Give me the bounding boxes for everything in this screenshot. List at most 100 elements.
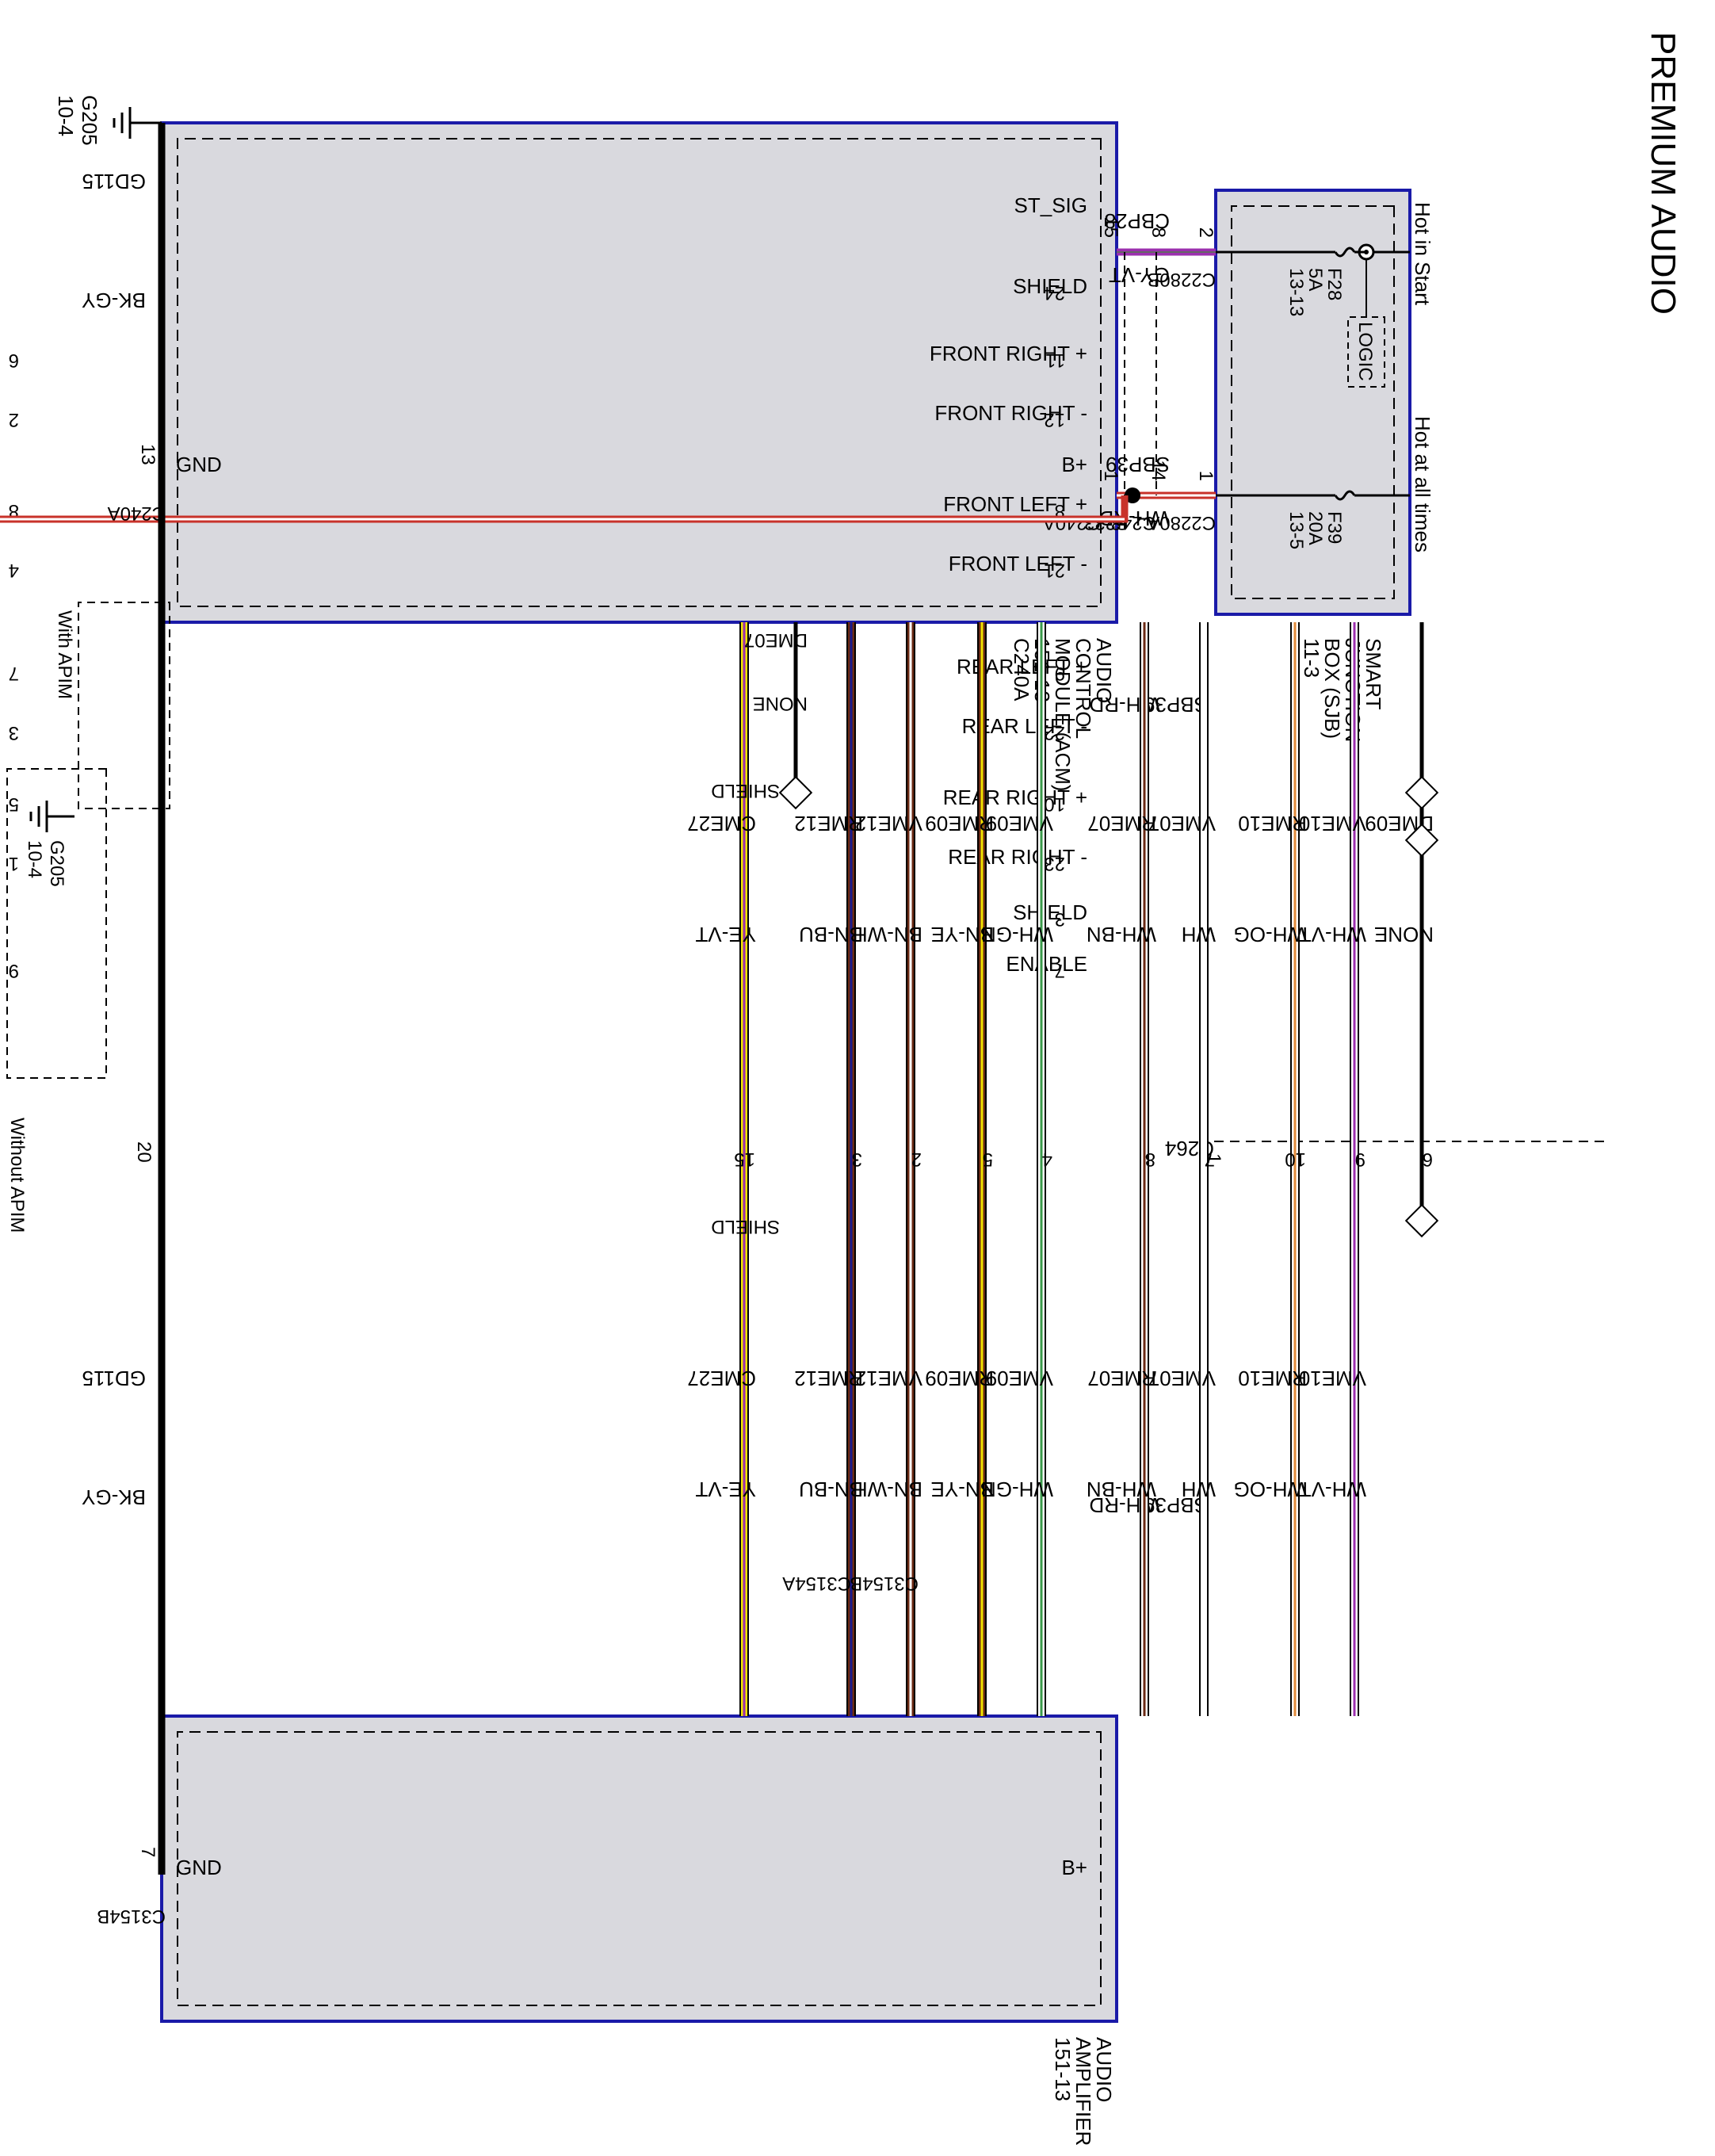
amp-name-line: 151-13 [1051,2037,1075,2101]
c264-pin: 8 [1145,1149,1155,1170]
fuse-f39: F39 20A 13-5 [1285,490,1366,549]
bplus-sjb-pin: 1 [1195,471,1217,481]
acm-bplus: B+ [1061,453,1087,476]
acm-pin-number: 22 [1044,722,1065,744]
cbp28-color: GY-VT [1109,263,1170,287]
wire-color: WH-GN [981,1477,1053,1501]
gd115-color: BK-GY [82,289,146,312]
svg-text:F28: F28 [1323,268,1345,300]
bplus-circuit: 1 14 1 SBP39 WH-RD C2280A C248 S233 C240… [1043,252,1217,533]
acm-body [160,121,1118,624]
sjb-name-line: BOX (SJB) [1320,638,1344,739]
acm-connector: C240A [1010,638,1033,701]
wire-color: WH [1182,923,1216,946]
bplus-c248-pin: 14 [1148,460,1169,481]
wire-color: WH-BN [1087,923,1156,946]
logic-block: LOGIC [1347,243,1385,388]
c264-inline: C264 1 [1165,1137,1604,1164]
wire-circuit: VME12 [855,1367,922,1390]
amp-bplus: B+ [1061,1856,1087,1879]
wire-color: YE-VT [695,1477,756,1501]
without-apim-box [6,768,107,1079]
shield-diamond-icon [1404,823,1439,858]
cbp28-circuit: CBP28 [1105,209,1170,233]
sbp39-run-circuit-2: SBP39 [1144,1493,1208,1517]
wire-circuit: CME27 [687,1367,756,1390]
wire-color: WH-GN [981,923,1053,946]
amp-pin-number: 4 [9,560,19,581]
acm-pin-label: FRONT LEFT + [943,492,1087,516]
wire-circuit: RME09 [925,812,994,835]
audio-control-module: AUDIO CONTROL MODULE (ACM) 151-13 C240A … [160,121,1118,981]
dme09-c264-pin: 6 [1423,1149,1433,1170]
acm-gnd-pin: 13 [137,444,159,465]
wire-color: BN-YE [931,1477,994,1501]
fuse-f28: F28 5A 13-13 [1285,247,1356,316]
wire-color: BN-BU [799,1477,863,1501]
sbp39-run-color: WH-RD [1089,693,1160,717]
c264-pin: 5 [983,1149,993,1170]
wire-circuit: RME10 [1238,1367,1307,1390]
sbp39-circuit: SBP39 [1106,453,1170,476]
acm-inner [177,138,1102,607]
wire-color: WH-OG [1234,923,1307,946]
wire-color: BN-BU [799,923,863,946]
bplus-acm-pin: 1 [1100,471,1121,481]
wire-color: WH-VT [1299,1477,1366,1501]
c3154-connectors: C3154A C3154B [782,1573,919,1594]
acm-pin-number: 24 [1044,282,1065,304]
wire-color: WH-BN [1087,1477,1156,1501]
acm-pin-number: 11 [1045,350,1065,371]
wire-circuit: CME27 [687,812,756,835]
wire-circuit: RME12 [794,812,863,835]
svg-text:F39: F39 [1323,511,1345,544]
g205-name: G205 [78,95,101,146]
amp-gnd: GND [176,1856,222,1879]
wire-circuit: RME07 [1087,1367,1156,1390]
acm-pin-number: 9 [1055,663,1065,684]
acm-pin-label: REAR RIGHT - [948,845,1087,869]
sjb-body [1214,189,1411,616]
acm-name-line: AUDIO [1092,638,1116,703]
amp-pin-number: 3 [9,722,19,744]
svg-text:5A: 5A [1304,268,1326,291]
without-apim-label: Without APIM [6,1118,28,1233]
wire-circuit: VME07 [1148,812,1216,835]
c240a-gnd-label: C240A [108,503,166,524]
c264-pin: 4 [1042,1149,1052,1170]
wire-color: BN-WH [853,923,922,946]
acm-gnd: GND [176,453,222,476]
acm-pin-number: 7 [1055,960,1065,981]
wire-color: WH [1182,1477,1216,1501]
st-sig-c248-pin: 8 [1148,227,1169,238]
c264-pin: 10 [1285,1149,1306,1170]
wire-circuit: VME09 [986,1367,1053,1390]
acm-pin-label: SHIELD [1013,274,1087,298]
sjb-inner [1231,205,1395,599]
logic-label: LOGIC [1354,322,1376,381]
amp-pin-number: 6 [9,350,19,371]
sbp39-run-circuit: SBP39 [1144,693,1208,717]
amp-pin-labels: ENABLE9REAR RIGHT -1REAR RIGHT +5REAR LE… [9,350,19,981]
gd115-circuit: GD115 [82,170,146,193]
wire-color: BN-YE [931,923,994,946]
acm-name-line: CONTROL [1071,638,1095,739]
wire-circuit: VME12 [855,812,922,835]
gd115-run-circuit: GD115 [82,1367,146,1390]
c2280b-label: C2280B [1147,269,1216,290]
amp-inner [177,1731,1102,2006]
dme09-color: NONE [1374,923,1434,946]
acm-pin-number: 23 [1044,853,1065,874]
c264-pin: 2 [911,1149,922,1170]
amp-body [160,1714,1118,2023]
wire-color: WH-VT [1299,923,1366,946]
acm-pin-label: ENABLE [1006,952,1087,976]
acm-pin-number: 12 [1044,409,1065,430]
amp-gnd-pin: 7 [137,1847,159,1857]
c264-gnd-pin: 20 [133,1141,155,1163]
with-apim-label: With APIM [54,610,75,699]
c3154b-gnd-label: C3154B [97,1906,166,1927]
amp-pin-number: 5 [9,793,19,815]
